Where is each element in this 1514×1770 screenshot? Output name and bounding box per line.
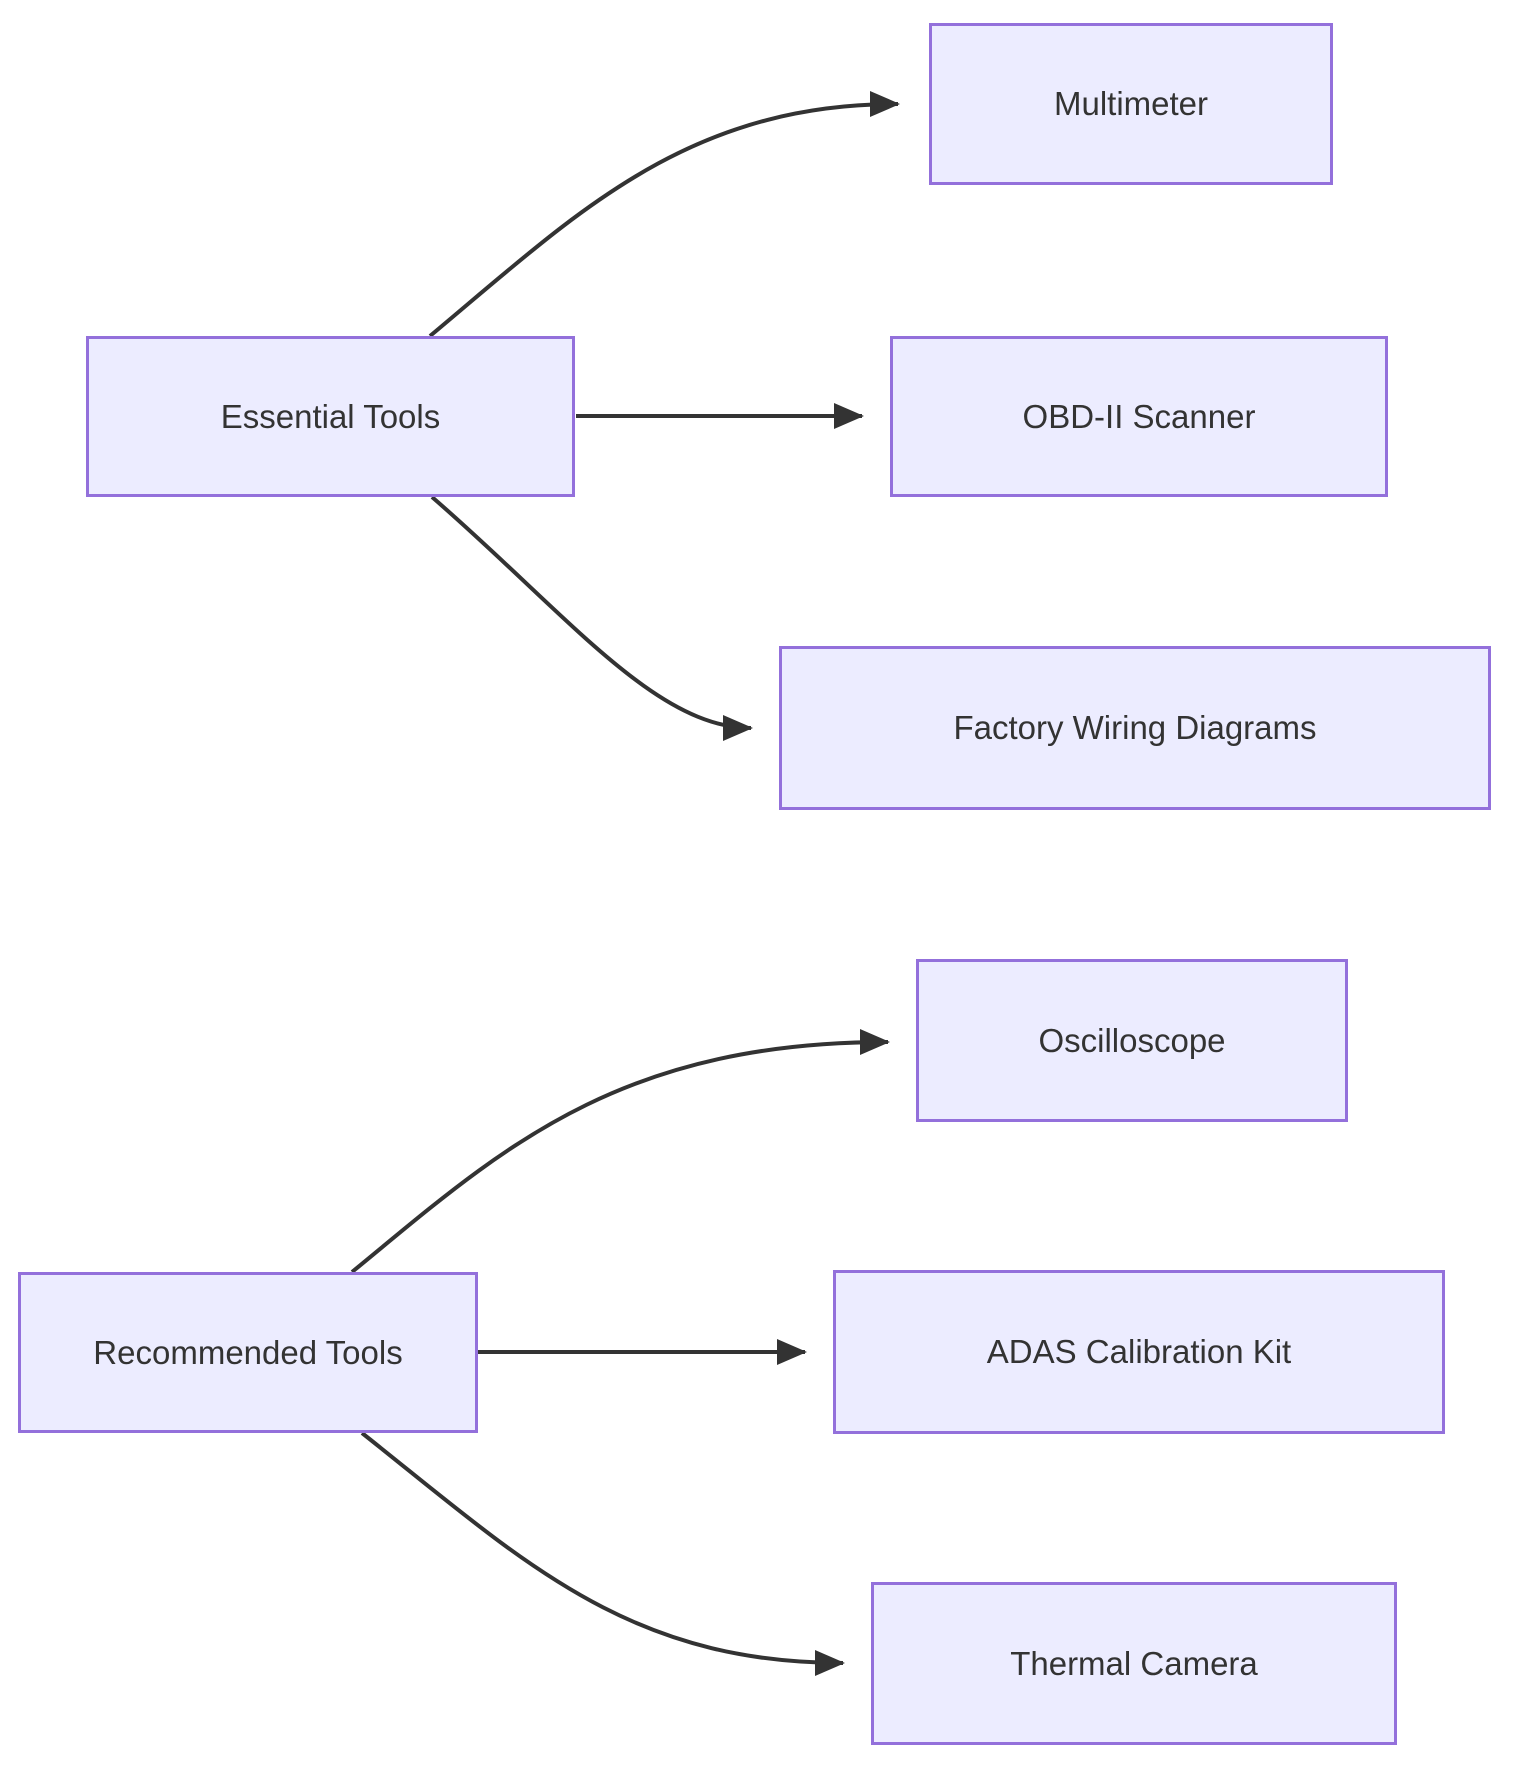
edge-recommended-to-thermal <box>360 1431 845 1676</box>
node-adas-calibration-kit: ADAS Calibration Kit <box>833 1270 1445 1434</box>
node-essential-tools: Essential Tools <box>86 336 575 497</box>
edge-essential-to-factory <box>430 495 753 741</box>
edge-recommended-to-oscilloscope <box>350 1029 890 1274</box>
node-thermal-camera: Thermal Camera <box>871 1582 1397 1745</box>
node-multimeter: Multimeter <box>929 23 1333 185</box>
node-obd-ii-scanner: OBD-II Scanner <box>890 336 1388 497</box>
node-recommended-tools: Recommended Tools <box>18 1272 478 1433</box>
node-label-oscilloscope: Oscilloscope <box>1038 1021 1226 1059</box>
node-label-obd-ii-scanner: OBD-II Scanner <box>1022 397 1256 435</box>
node-label-thermal-camera: Thermal Camera <box>1010 1644 1258 1682</box>
node-label-recommended-tools: Recommended Tools <box>93 1333 403 1371</box>
node-label-factory-wiring-diagrams: Factory Wiring Diagrams <box>953 709 1317 747</box>
node-label-multimeter: Multimeter <box>1053 85 1209 123</box>
node-oscilloscope: Oscilloscope <box>916 959 1348 1122</box>
node-label-essential-tools: Essential Tools <box>220 397 441 435</box>
node-label-adas-calibration-kit: ADAS Calibration Kit <box>986 1333 1292 1371</box>
node-factory-wiring-diagrams: Factory Wiring Diagrams <box>779 646 1491 810</box>
edge-essential-to-multimeter <box>428 91 900 338</box>
